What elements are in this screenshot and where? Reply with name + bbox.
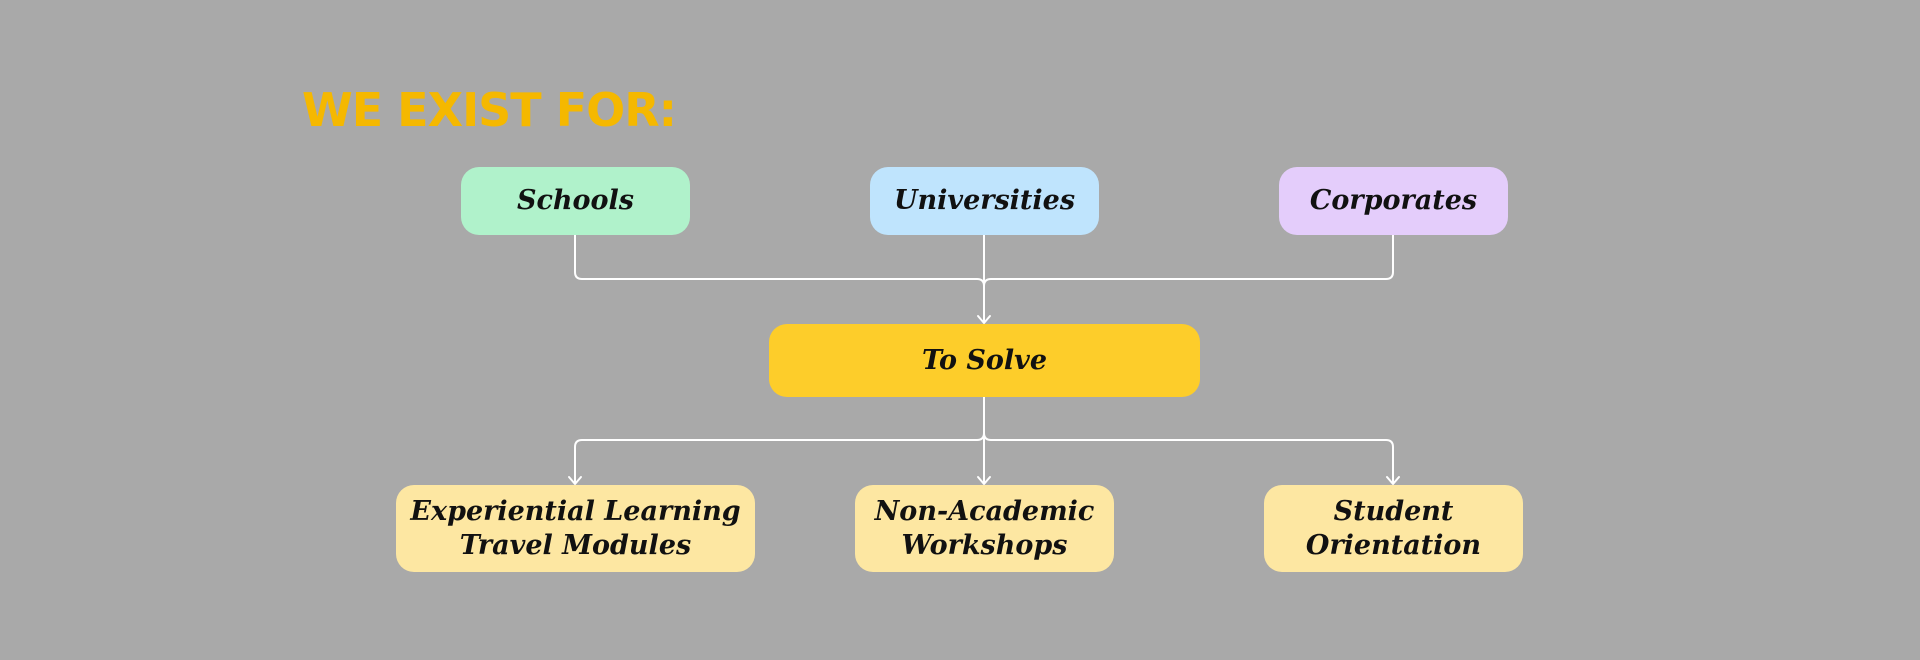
- connector-travel: [574, 432, 985, 484]
- arrow-head-solve: [977, 315, 991, 324]
- node-schools: Schools: [461, 167, 690, 235]
- arrow-head-workshops: [977, 476, 991, 485]
- arrow-head-travel: [568, 476, 582, 485]
- connector-corporates: [983, 234, 1394, 323]
- arrow-head-orientation: [1386, 476, 1400, 485]
- node-to-solve: To Solve: [769, 324, 1200, 397]
- node-experiential-learning-travel-modules: Experiential Learning Travel Modules: [396, 485, 755, 572]
- node-non-academic-workshops: Non-Academic Workshops: [855, 485, 1114, 572]
- connector-orientation: [983, 432, 1394, 484]
- connector-schools: [574, 234, 985, 323]
- node-student-orientation: Student Orientation: [1264, 485, 1523, 572]
- page-title: WE EXIST FOR:: [302, 83, 677, 137]
- node-universities: Universities: [870, 167, 1099, 235]
- node-corporates: Corporates: [1279, 167, 1508, 235]
